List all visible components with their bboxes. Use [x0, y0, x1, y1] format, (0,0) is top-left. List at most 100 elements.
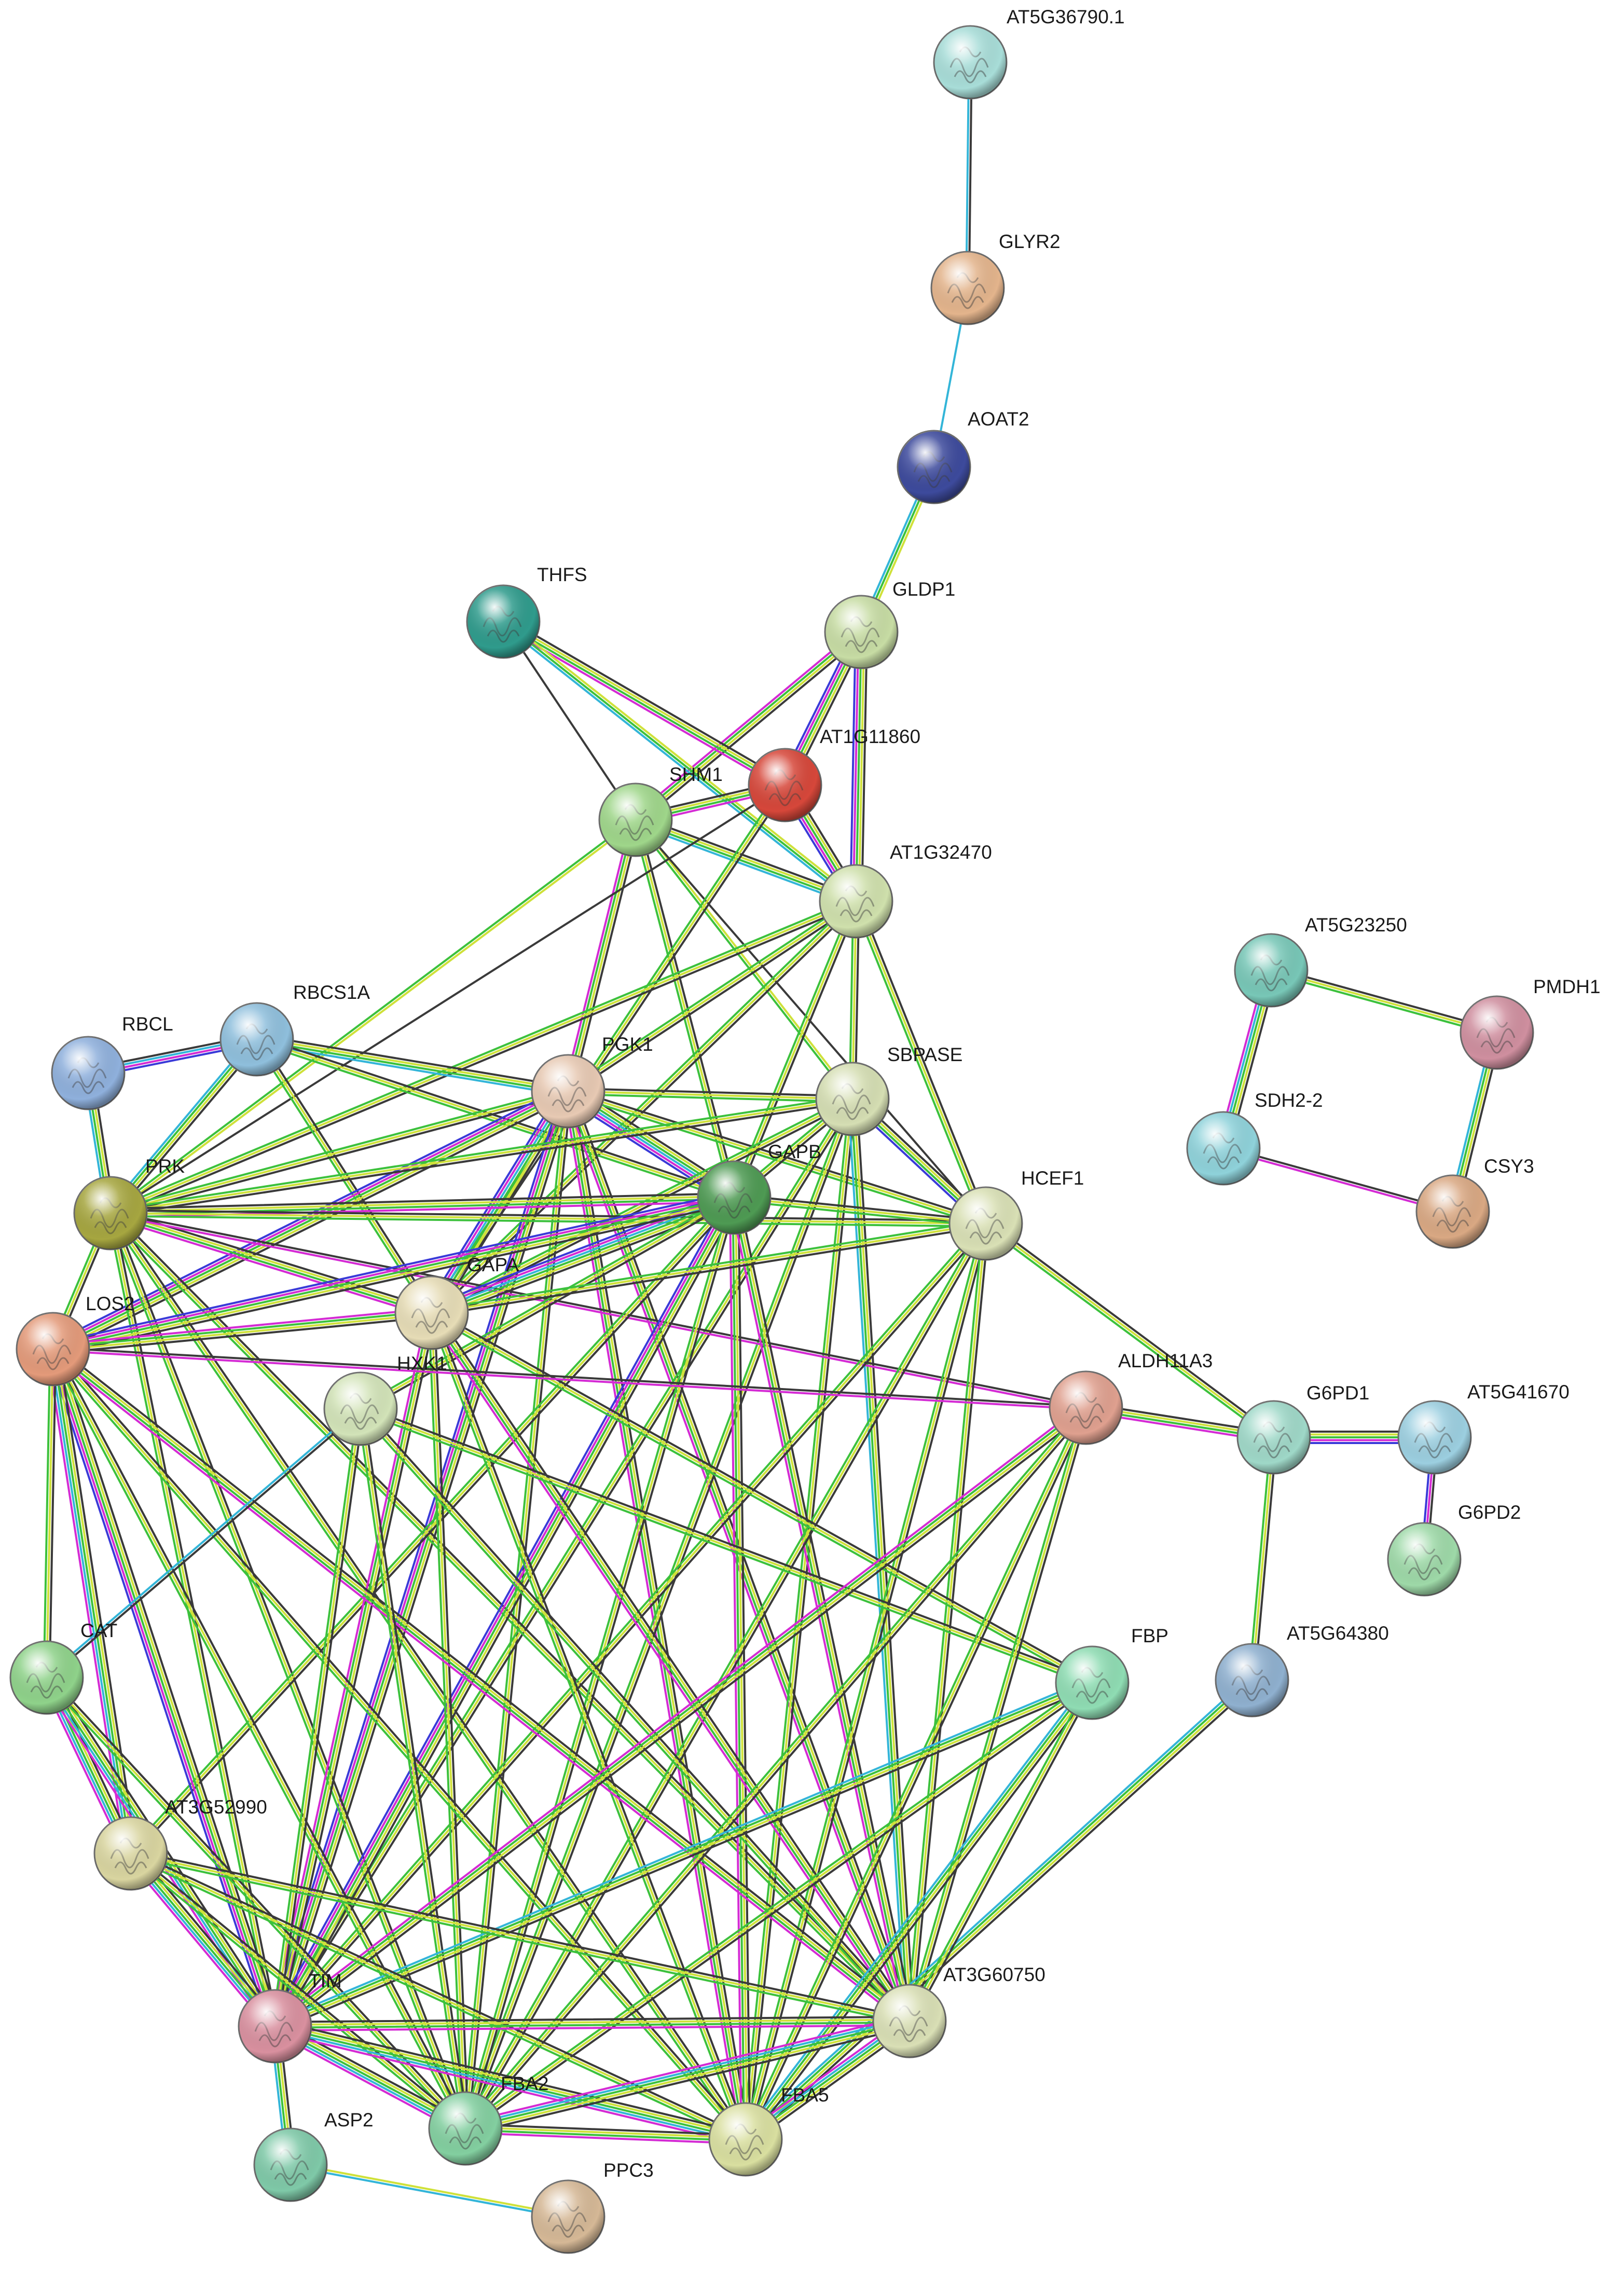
- edge-AT3G52990-TIM[interactable]: [125, 1848, 281, 2031]
- edge-THFS-AT1G32470[interactable]: [500, 618, 859, 905]
- edge-THFS-SHM1[interactable]: [502, 621, 637, 821]
- edge-TIM-AT3G60750[interactable]: [273, 2015, 911, 2032]
- edge-LOS2-TIM[interactable]: [46, 1346, 282, 2029]
- node-AT5G23250[interactable]: AT5G23250: [1234, 914, 1407, 1008]
- edge-PGK1-PRK[interactable]: [108, 1087, 570, 1217]
- node-FBA5[interactable]: FBA5: [708, 2084, 829, 2177]
- node-GLDP1[interactable]: GLDP1: [824, 579, 955, 669]
- edge-AT1G32470-PRK[interactable]: [108, 897, 859, 1217]
- node-PRK[interactable]: PRK: [73, 1156, 185, 1251]
- edge-HXK1-FBP[interactable]: [359, 1405, 1094, 1687]
- node-FBA2[interactable]: FBA2: [428, 2073, 549, 2166]
- node-TIM[interactable]: TIM: [238, 1970, 342, 2064]
- edge-HCEF1-G6PD1[interactable]: [983, 1220, 1277, 1441]
- node-GLYR2[interactable]: GLYR2: [930, 231, 1061, 325]
- edge-PRK-HCEF1[interactable]: [109, 1209, 987, 1228]
- node-AT5G64380[interactable]: AT5G64380: [1215, 1623, 1389, 1718]
- edge-HCEF1-TIM[interactable]: [271, 1220, 989, 2029]
- edge-FBP-FBA5[interactable]: [741, 1679, 1097, 2143]
- edge-RBCS1A-PRK[interactable]: [106, 1035, 262, 1217]
- edge-GLDP1-SHM1[interactable]: [631, 627, 865, 825]
- node-PPC3[interactable]: PPC3: [531, 2160, 654, 2254]
- node-PMDH1[interactable]: PMDH1: [1460, 976, 1601, 1070]
- edge-SHM1-PGK1[interactable]: [562, 818, 641, 1093]
- edge-GLDP1-AT1G32470[interactable]: [849, 630, 868, 903]
- edge-AT5G23250-PMDH1[interactable]: [1269, 966, 1499, 1037]
- edge-AT5G64380-FBA5[interactable]: [741, 1675, 1256, 2144]
- node-CAT[interactable]: CAT: [9, 1620, 117, 1715]
- edge-HCEF1-FBA5[interactable]: [741, 1221, 990, 2141]
- node-GAPA[interactable]: GAPA: [394, 1254, 519, 1350]
- edge-SHM1-SBPASE[interactable]: [633, 818, 855, 1101]
- node-AT5G36790.1[interactable]: AT5G36790.1: [933, 6, 1125, 100]
- node-PGK1[interactable]: PGK1: [531, 1034, 653, 1129]
- edge-PGK1-SBPASE[interactable]: [567, 1087, 854, 1103]
- node-GAPB[interactable]: GAPB: [697, 1141, 821, 1235]
- edge-GAPB-AT3G52990[interactable]: [127, 1194, 738, 1857]
- edge-FBA2-FBA5[interactable]: [464, 2123, 747, 2145]
- edge-AT1G32470-PGK1[interactable]: [565, 898, 859, 1095]
- edge-GAPA-AT3G60750[interactable]: [427, 1309, 914, 2025]
- edge-SHM1-AT1G32470[interactable]: [633, 815, 859, 906]
- edge-G6PD1-AT5G64380[interactable]: [1248, 1436, 1278, 1682]
- edge-HXK1-CAT[interactable]: [45, 1406, 363, 1680]
- node-ASP2[interactable]: ASP2: [253, 2109, 374, 2202]
- edge-PRK-ALDH11A3[interactable]: [109, 1211, 1088, 1410]
- node-SDH2-2[interactable]: SDH2-2: [1186, 1090, 1323, 1186]
- node-LOS2[interactable]: LOS2: [16, 1293, 135, 1386]
- edge-ALDH11A3-AT3G60750[interactable]: [905, 1406, 1090, 2023]
- node-AT3G60750[interactable]: AT3G60750: [872, 1964, 1045, 2058]
- edge-GAPB-TIM[interactable]: [269, 1193, 740, 2030]
- edge-FBP-TIM[interactable]: [272, 1678, 1095, 2031]
- edge-TIM-FBA5[interactable]: [272, 2020, 748, 2146]
- edge-SBPASE-FBA2[interactable]: [461, 1097, 857, 2131]
- node-AT5G41670[interactable]: AT5G41670: [1397, 1381, 1570, 1475]
- node-HXK1[interactable]: HXK1: [323, 1353, 447, 1446]
- node-RBCS1A[interactable]: RBCS1A: [219, 982, 370, 1077]
- edge-ALDH11A3-FBA2[interactable]: [462, 1405, 1090, 2132]
- edge-AT3G52990-FBA2[interactable]: [128, 1850, 469, 2132]
- node-SBPASE[interactable]: SBPASE: [815, 1044, 962, 1136]
- edge-AT1G11860-PRK[interactable]: [109, 784, 786, 1214]
- edge-AT3G52990-AT3G60750[interactable]: [129, 1849, 912, 2025]
- node-G6PD1[interactable]: G6PD1: [1236, 1382, 1369, 1475]
- edge-GAPB-LOS2[interactable]: [50, 1191, 737, 1356]
- edge-GAPB-HCEF1[interactable]: [733, 1193, 987, 1228]
- node-SHM1[interactable]: SHM1: [598, 764, 723, 857]
- edge-AT3G60750-FBA2[interactable]: [463, 2014, 912, 2135]
- node-ALDH11A3[interactable]: ALDH11A3: [1049, 1350, 1213, 1445]
- edge-LOS2-ALDH11A3[interactable]: [51, 1347, 1088, 1410]
- node-G6PD2[interactable]: G6PD2: [1387, 1502, 1521, 1597]
- edge-SBPASE-PRK[interactable]: [109, 1095, 854, 1217]
- edge-GAPA-FBA2[interactable]: [428, 1311, 470, 2130]
- node-FBP[interactable]: FBP: [1055, 1625, 1168, 1720]
- node-AT1G32470[interactable]: AT1G32470: [819, 842, 992, 939]
- node-THFS[interactable]: THFS: [466, 564, 587, 659]
- edge-GAPA-TIM[interactable]: [269, 1311, 437, 2028]
- edge-AT1G32470-HCEF1[interactable]: [852, 899, 990, 1226]
- edge-GAPA-LOS2[interactable]: [51, 1307, 433, 1355]
- node-RBCL[interactable]: RBCL: [51, 1013, 173, 1110]
- edge-HCEF1-AT3G60750[interactable]: [905, 1222, 990, 2023]
- edge-SHM1-PRK[interactable]: [108, 817, 638, 1216]
- edge-LOS2-FBA2[interactable]: [49, 1347, 469, 2131]
- edge-PRK-FBA5[interactable]: [107, 1210, 749, 2142]
- edge-HCEF1-GAPA[interactable]: [430, 1219, 987, 1317]
- node-AOAT2[interactable]: AOAT2: [897, 408, 1029, 504]
- node-CSY3[interactable]: CSY3: [1415, 1156, 1534, 1249]
- node-AT1G11860[interactable]: AT1G11860: [748, 726, 920, 822]
- edge-AT5G36790.1-GLYR2[interactable]: [965, 61, 973, 290]
- edge-FBP-AT3G60750[interactable]: [906, 1680, 1096, 2024]
- node-HCEF1[interactable]: HCEF1: [948, 1168, 1084, 1261]
- edge-THFS-AT1G11860[interactable]: [500, 616, 789, 790]
- evidence-line-black: [130, 1849, 912, 2020]
- edge-SDH2-2-CSY3[interactable]: [1222, 1146, 1454, 1214]
- edge-ALDH11A3-TIM[interactable]: [271, 1403, 1090, 2031]
- evidence-line-magenta: [271, 1195, 733, 2026]
- edge-HXK1-AT3G60750[interactable]: [357, 1406, 913, 2024]
- node-AT3G52990[interactable]: AT3G52990: [93, 1796, 267, 1891]
- edge-LOS2-CAT[interactable]: [43, 1348, 57, 1679]
- edge-ASP2-PPC3[interactable]: [289, 2162, 570, 2219]
- evidence-line-magenta: [51, 1307, 433, 1346]
- edge-HXK1-FBA2[interactable]: [356, 1407, 470, 2130]
